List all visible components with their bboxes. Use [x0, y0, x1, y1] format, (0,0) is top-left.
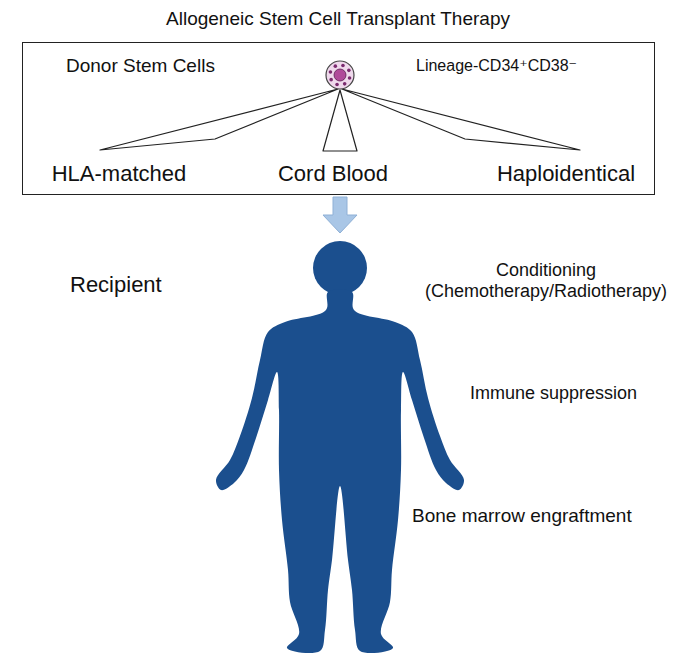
donor-type: HLA-matched: [52, 161, 187, 186]
head: [313, 241, 367, 295]
granule: [347, 69, 351, 73]
step-label: Conditioning (Chemotherapy/Radiotherapy): [421, 260, 671, 301]
granule: [329, 78, 333, 82]
cell: [326, 61, 354, 89]
wedge: [342, 89, 580, 150]
granule: [334, 64, 338, 68]
human-silhouette: [216, 241, 464, 653]
recipient-label: Recipient: [70, 272, 162, 297]
wedge: [100, 89, 338, 150]
cell-marker: Lineage-CD34⁺CD38⁻: [416, 57, 577, 75]
body: [216, 289, 464, 653]
granules: [329, 64, 352, 87]
nucleus: [334, 69, 346, 81]
donor-type: Haploidentical: [497, 161, 635, 186]
step-label: Immune suppression: [470, 383, 637, 404]
group-heading: Donor Stem Cells: [66, 55, 215, 77]
granule: [341, 64, 345, 68]
step-label: Bone marrow engraftment: [412, 505, 632, 527]
granule: [348, 76, 352, 80]
donor-box: Donor Stem Cells Lineage-CD34⁺CD38⁻ HLA-ma…: [22, 42, 655, 195]
stem-cell-icon: [326, 61, 354, 89]
granule: [343, 82, 347, 86]
title: Allogeneic Stem Cell Transplant Therapy: [166, 8, 510, 30]
donor-type: Cord Blood: [278, 161, 388, 186]
granule: [329, 70, 333, 74]
donor-wedges: [100, 89, 580, 151]
granule: [335, 83, 339, 87]
wedge: [323, 90, 357, 151]
flow-arrow: [323, 197, 357, 233]
